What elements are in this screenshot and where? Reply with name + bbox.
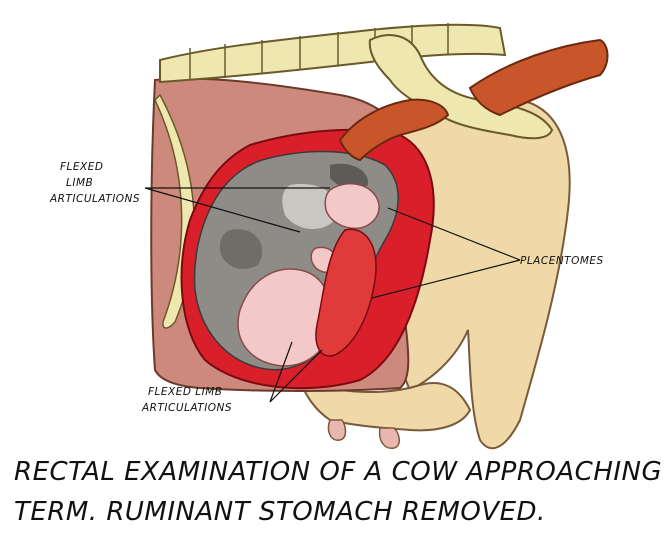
spine	[159, 23, 507, 84]
label-placentomes: PLACENTOMES	[520, 255, 604, 267]
caption-line1: RECTAL EXAMINATION OF A COW APPROACHING	[14, 457, 662, 487]
label-upper-left-line3: ARTICULATIONS	[49, 193, 140, 205]
label-lower-left-line2: ARTICULATIONS	[141, 402, 232, 414]
examiner-arm	[338, 98, 450, 162]
label-upper-left-line2: LIMB	[66, 177, 93, 189]
uterine-horn	[315, 228, 377, 357]
label-lower-left-line1: FLEXED LIMB	[148, 386, 222, 398]
caption-line2: TERM. RUMINANT STOMACH REMOVED.	[14, 497, 546, 527]
teat-left	[327, 419, 347, 441]
leader-lines	[144, 187, 521, 403]
fetus-patch-3	[330, 163, 369, 189]
fetus-patch-2	[219, 229, 263, 270]
tail	[468, 38, 609, 117]
fetus-limbs-upper	[324, 183, 380, 230]
teat-right	[378, 427, 400, 449]
fetus-patch-1	[282, 184, 338, 230]
label-upper-left-line1: FLEXED	[60, 161, 103, 173]
